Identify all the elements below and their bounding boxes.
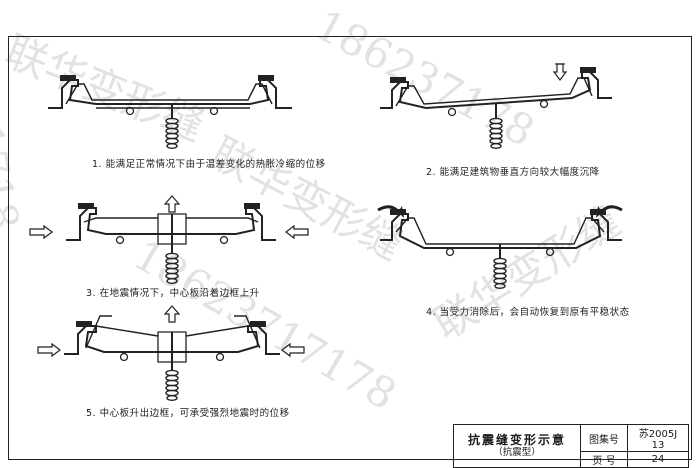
drawing-subtitle: （抗震型） <box>493 447 541 458</box>
caption-1: 1. 能满足正常情况下由于温差变化的热胀冷缩的位移 <box>92 159 326 170</box>
caption-3: 3. 在地震情况下，中心板沿着边框上升 <box>86 288 260 299</box>
caption-2: 2. 能满足建筑物垂直方向较大幅度沉降 <box>426 167 600 178</box>
caption-5: 5. 中心板升出边框，可承受强烈地震时的位移 <box>86 408 290 419</box>
drawing-title: 抗震缝变形示意 <box>467 433 566 447</box>
page-label: 页 号 <box>580 451 628 468</box>
diagram-1-thermal <box>48 75 292 150</box>
diagram-4-recovery <box>377 205 623 289</box>
page-number: 24 <box>627 451 689 468</box>
drawing-frame <box>8 36 692 460</box>
caption-4: 4. 当受力消除后，会自动恢复到原有平稳状态 <box>426 307 630 318</box>
diagram-2-settlement <box>380 63 612 150</box>
title-cell: 抗震缝变形示意 （抗震型） <box>453 424 581 468</box>
title-block: 抗震缝变形示意 （抗震型） 图集号 苏2005J 13 页 号 24 <box>453 424 689 468</box>
diagram-3-earthquake <box>29 195 309 284</box>
atlas-number: 苏2005J 13 <box>627 424 689 452</box>
atlas-label: 图集号 <box>580 424 628 452</box>
diagram-5-displacement <box>37 305 305 401</box>
